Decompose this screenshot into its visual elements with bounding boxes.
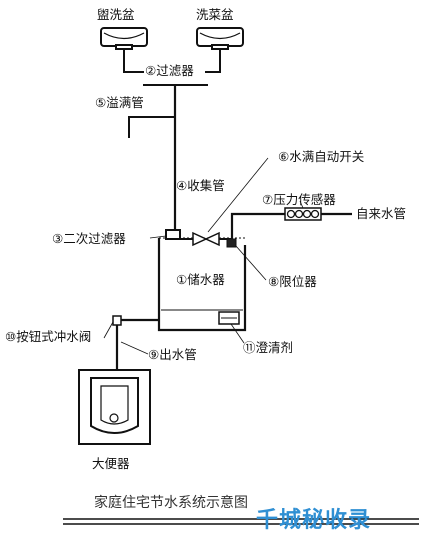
button-valve-label: ⑩按钮式冲水阀 [5, 329, 92, 344]
storage-tank-label: ①储水器 [176, 272, 225, 287]
washbasin-pipe [123, 58, 144, 73]
washbasin-label: 盥洗盆 [97, 7, 135, 22]
limiter-label: ⑧限位器 [268, 274, 317, 289]
vegetable-basin-label: 洗菜盆 [196, 7, 234, 22]
collector-pipe-label: ④收集管 [176, 178, 225, 193]
storage-tank-shape [157, 237, 247, 332]
pressure-sensor-shape [284, 207, 322, 221]
leader-lines [103, 157, 304, 355]
overflow-pipe-label: ⑤溢满管 [95, 95, 144, 110]
tap-water-pipe-label: 自来水管 [356, 206, 407, 221]
full-switch-label: ⑥水满自动开关 [278, 149, 365, 164]
vegetable-basin-pipe [205, 58, 221, 73]
pressure-sensor-label: ⑦压力传感器 [262, 192, 336, 207]
full-switch-shape [192, 231, 220, 247]
overflow-pipe [128, 116, 175, 138]
toilet-shape [78, 369, 151, 445]
button-valve-shape [112, 315, 122, 326]
clarifier-label: ⑪澄清剂 [243, 340, 294, 355]
filter-2-label: ②过滤器 [145, 63, 194, 78]
limiter-shape [226, 238, 237, 248]
outlet-pipe-label: ⑨出水管 [148, 347, 197, 362]
washbasin-shape [100, 27, 148, 58]
toilet-label: 大便器 [92, 456, 130, 471]
vegetable-basin-shape [196, 27, 244, 58]
diagram-caption: 家庭住宅节水系统示意图 [94, 495, 248, 511]
secondary-filter-shape [165, 229, 181, 240]
watermark-text: 千城秘收录 [256, 508, 372, 533]
secondary-filter-label: ③二次过滤器 [52, 231, 126, 246]
